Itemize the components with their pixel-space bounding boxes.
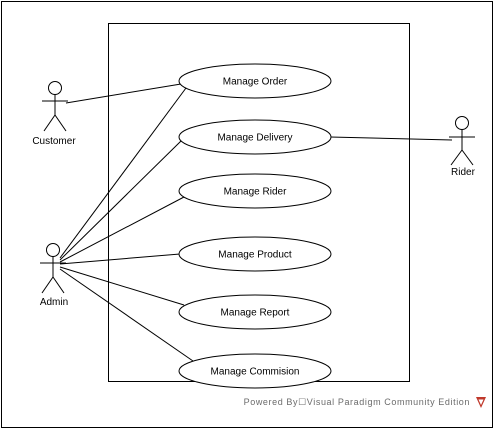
use-case-manage-commision[interactable]: Manage Commision (178, 353, 332, 389)
actor-label: Rider (451, 167, 476, 178)
association-admin-manage-rider (59, 196, 185, 263)
use-case-ellipse (178, 63, 332, 99)
associations (59, 83, 453, 362)
footer-text: Powered By☐Visual Paradigm Community Edi… (244, 397, 470, 407)
actor-label: Admin (40, 297, 68, 308)
association-rider-manage-delivery (329, 136, 453, 141)
association-admin-manage-report (59, 266, 185, 306)
stick-figure-icon (449, 116, 475, 166)
use-case-manage-order[interactable]: Manage Order (178, 63, 332, 99)
use-case-label: Manage Product (218, 250, 292, 261)
association-customer-manage-order (65, 83, 182, 104)
use-case-ellipse (178, 353, 332, 389)
use-case-ellipse (178, 173, 332, 209)
use-case-label: Manage Order (223, 77, 288, 88)
association-admin-manage-product (59, 253, 181, 265)
actor-customer[interactable]: Customer (32, 81, 76, 148)
use-case-manage-product[interactable]: Manage Product (178, 236, 332, 272)
use-case-ellipse (178, 119, 332, 155)
use-case-label: Manage Rider (224, 187, 287, 198)
footer-watermark: Powered By☐Visual Paradigm Community Edi… (244, 397, 486, 408)
use-case-label: Manage Delivery (217, 133, 292, 144)
use-case-manage-delivery[interactable]: Manage Delivery (178, 119, 332, 155)
actor-rider[interactable]: Rider (449, 116, 476, 179)
association-admin-manage-delivery (59, 140, 182, 261)
stick-figure-icon (40, 243, 66, 294)
actor-label: Customer (32, 136, 76, 147)
use-case-ellipse (178, 236, 332, 272)
association-admin-manage-commision (59, 268, 194, 362)
use-case-manage-report[interactable]: Manage Report (178, 294, 332, 330)
use-case-label: Manage Commision (211, 367, 300, 378)
use-case-manage-rider[interactable]: Manage Rider (178, 173, 332, 209)
actor-admin[interactable]: Admin (40, 243, 68, 309)
use-case-ellipse (178, 294, 332, 330)
use-case-label: Manage Report (221, 308, 290, 319)
stick-figure-icon (42, 81, 68, 132)
visual-paradigm-logo-icon (476, 397, 486, 408)
association-admin-manage-order (59, 87, 187, 259)
